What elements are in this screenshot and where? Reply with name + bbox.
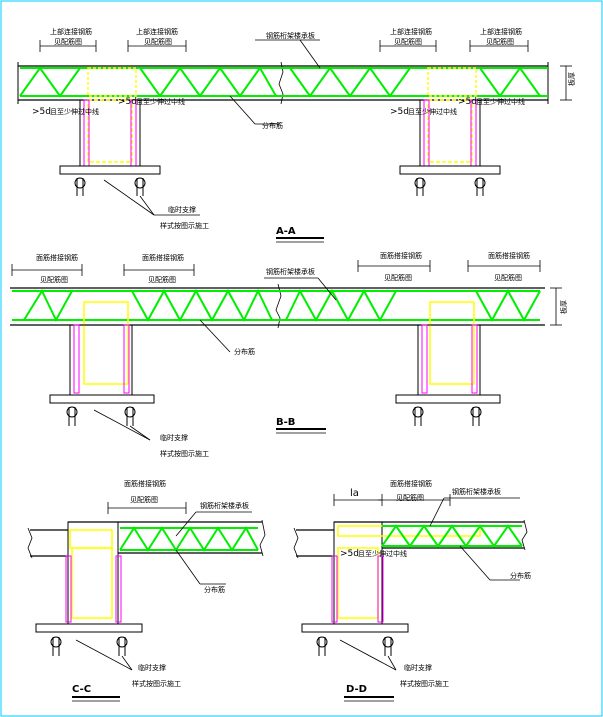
label-see-c: 见配筋图	[130, 495, 158, 504]
label-distribution-c: 分布筋	[204, 585, 225, 594]
section-aa: 上部连接钢筋 见配筋图 上部连接钢筋 见配筋图 钢筋桁架楼承板 上部连接钢筋 见…	[17, 27, 576, 243]
section-bb: 面筋搭接钢筋 见配筋图 面筋搭接钢筋 见配筋图 钢筋桁架楼承板 面筋搭接钢筋 见…	[10, 251, 568, 458]
label-lap-c: 面筋搭接钢筋	[124, 479, 166, 488]
label-see-drawing-4: 见配筋图	[486, 37, 514, 46]
label-support-note-d: 样式按图示施工	[400, 679, 449, 688]
label-extend-a2: 且至少伸过中线	[136, 97, 185, 106]
label-top-rebar-4: 上部连接钢筋	[480, 27, 522, 36]
label-truss-deck: 钢筋桁架楼承板	[266, 31, 315, 40]
label-see-drawing-2: 见配筋图	[144, 37, 172, 46]
label-5d-a1: >5d	[32, 107, 51, 117]
label-see-b2: 见配筋图	[148, 275, 176, 284]
label-la: la	[350, 488, 359, 499]
label-see-drawing-1: 见配筋图	[54, 37, 82, 46]
section-title-bb: B-B	[276, 417, 295, 428]
label-truss-deck-c: 钢筋桁架楼承板	[200, 501, 249, 510]
label-5d-d: >5d	[340, 549, 359, 559]
label-lap-b4: 面筋搭接钢筋	[488, 251, 530, 260]
label-temp-support-b: 临时支撑	[160, 433, 188, 442]
label-distribution-d: 分布筋	[510, 571, 531, 580]
label-lap-b2: 面筋搭接钢筋	[142, 253, 184, 262]
label-5d-a2: >5d	[118, 97, 137, 107]
label-see-b1: 见配筋图	[40, 275, 68, 284]
label-temp-support-a: 临时支撑	[168, 205, 196, 214]
label-lap-b1: 面筋搭接钢筋	[36, 253, 78, 262]
label-thickness-a: 板厚	[567, 72, 576, 86]
label-see-d: 见配筋图	[396, 493, 424, 502]
label-5d-a3: >5d	[390, 107, 409, 117]
label-see-b4: 见配筋图	[494, 273, 522, 282]
label-5d-a4: >5d	[458, 97, 477, 107]
label-top-rebar-3: 上部连接钢筋	[390, 27, 432, 36]
label-top-rebar-1: 上部连接钢筋	[50, 27, 92, 36]
section-dd: la 面筋搭接钢筋 见配筋图 钢筋桁架楼承板 >5d 且至少伸过中线 分布筋 临…	[293, 479, 531, 702]
label-extend-d: 且至少伸过中线	[358, 549, 407, 558]
label-truss-deck-d: 钢筋桁架楼承板	[452, 487, 501, 496]
label-support-note-b: 样式按图示施工	[160, 449, 209, 458]
label-top-rebar-2: 上部连接钢筋	[136, 27, 178, 36]
section-cc: 面筋搭接钢筋 见配筋图 钢筋桁架楼承板 分布筋 临时支撑 样式按图示施工 C-C	[27, 479, 266, 702]
label-extend-a3: 且至少伸过中线	[408, 107, 457, 116]
label-see-drawing-3: 见配筋图	[394, 37, 422, 46]
label-extend-a1: 且至少伸过中线	[50, 107, 99, 116]
label-support-note-c: 样式按图示施工	[132, 679, 181, 688]
label-truss-deck-b: 钢筋桁架楼承板	[266, 267, 315, 276]
label-see-b3: 见配筋图	[384, 273, 412, 282]
label-lap-d: 面筋搭接钢筋	[390, 479, 432, 488]
label-temp-support-d: 临时支撑	[404, 663, 432, 672]
label-distribution-b: 分布筋	[234, 347, 255, 356]
label-extend-a4: 且至少伸过中线	[476, 97, 525, 106]
label-distribution-a: 分布筋	[262, 121, 283, 130]
section-title-aa: A-A	[276, 226, 296, 237]
label-thickness-b: 板厚	[559, 300, 568, 314]
label-lap-b3: 面筋搭接钢筋	[380, 251, 422, 260]
section-title-cc: C-C	[72, 684, 91, 695]
section-title-dd: D-D	[346, 684, 367, 695]
label-support-note-a: 样式按图示施工	[160, 221, 209, 230]
label-temp-support-c: 临时支撑	[138, 663, 166, 672]
